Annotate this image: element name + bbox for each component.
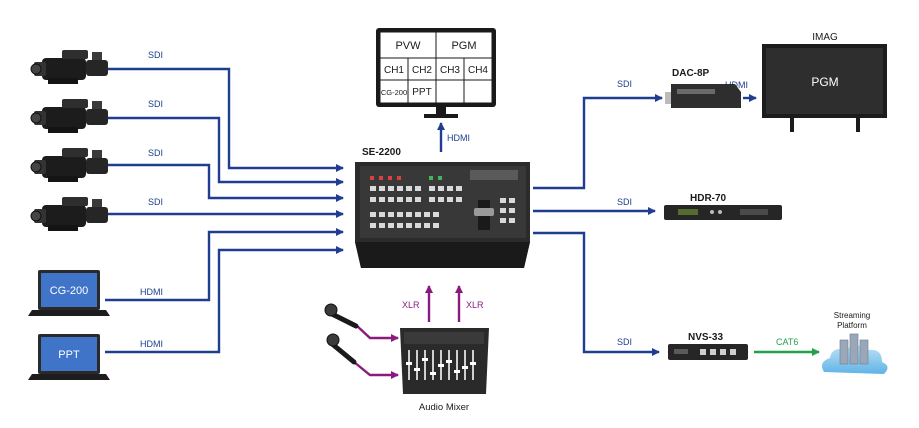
streaming-label-line2: Platform [837, 321, 867, 330]
imag-screen-label: PGM [811, 75, 838, 89]
imag-screen: IMAG PGM [762, 32, 887, 132]
sdi-label-hdr: SDI [617, 197, 632, 207]
microphone-icon [324, 303, 359, 329]
xlr-label-1: XLR [402, 300, 420, 310]
imag-title: IMAG [812, 32, 838, 43]
audio-mixer: Audio Mixer [400, 328, 489, 413]
sdi-line-cam3 [100, 163, 344, 202]
hdr-70-recorder: HDR-70 [664, 193, 782, 220]
multiview-cell-ch4: CH4 [468, 65, 488, 76]
streaming-platform: Streaming Platform [822, 311, 888, 374]
switcher-label: SE-2200 [362, 147, 401, 158]
dac-8p-device: DAC-8P [665, 68, 741, 108]
hdmi-line-cg200 [105, 228, 344, 302]
laptop-ppt: PPT [28, 334, 110, 380]
multiview-cell-ch2: CH2 [412, 65, 432, 76]
laptop-cg200-label: CG-200 [50, 285, 89, 297]
camera-icon [30, 49, 109, 85]
streaming-label-line1: Streaming [834, 311, 870, 320]
sdi-label-cam3: SDI [148, 148, 163, 158]
sdi-label-nvs: SDI [617, 337, 632, 347]
se2200-switcher: SE-2200 [355, 147, 530, 268]
sdi-line-cam1 [100, 67, 344, 172]
laptop-ppt-label: PPT [58, 349, 80, 361]
camera-icon [30, 98, 109, 134]
cat6-label: CAT6 [776, 337, 798, 347]
hdmi-label-ppt: HDMI [140, 339, 163, 349]
hdmi-label-multiview: HDMI [447, 133, 470, 143]
microphone-icon [326, 333, 357, 365]
sdi-line-cam2 [100, 116, 344, 186]
multiview-monitor: PVW PGM CH1 CH2 CH3 CH4 CG-200 PPT [376, 28, 496, 118]
multiview-cell-pgm: PGM [451, 40, 476, 52]
audio-mixer-label: Audio Mixer [419, 402, 469, 413]
multiview-cell-pvw: PVW [395, 40, 421, 52]
nvs-33-encoder: NVS-33 [668, 332, 748, 360]
camera-icon [30, 147, 109, 183]
sdi-label-cam2: SDI [148, 99, 163, 109]
hdmi-label-cg200: HDMI [140, 287, 163, 297]
mic-line-1 [355, 324, 399, 342]
multiview-cell-ppt: PPT [412, 87, 431, 98]
sdi-line-nvs [533, 231, 660, 356]
multiview-cell-ch1: CH1 [384, 65, 404, 76]
nvs-label: NVS-33 [688, 332, 723, 343]
sdi-line-dac [533, 94, 663, 190]
sdi-label-cam4: SDI [148, 197, 163, 207]
multiview-cell-ch3: CH3 [440, 65, 460, 76]
hdr-label: HDR-70 [690, 193, 727, 204]
laptop-cg200: CG-200 [28, 270, 110, 316]
hdmi-label-imag: HDMI [725, 80, 748, 90]
sdi-label-cam1: SDI [148, 50, 163, 60]
hdmi-line-ppt [105, 246, 344, 354]
xlr-label-2: XLR [466, 300, 484, 310]
sdi-label-dac: SDI [617, 79, 632, 89]
multiview-cell-cg200: CG-200 [381, 88, 407, 97]
dac-label: DAC-8P [672, 68, 710, 79]
camera-icon [30, 196, 109, 232]
mic-line-2 [353, 361, 399, 379]
